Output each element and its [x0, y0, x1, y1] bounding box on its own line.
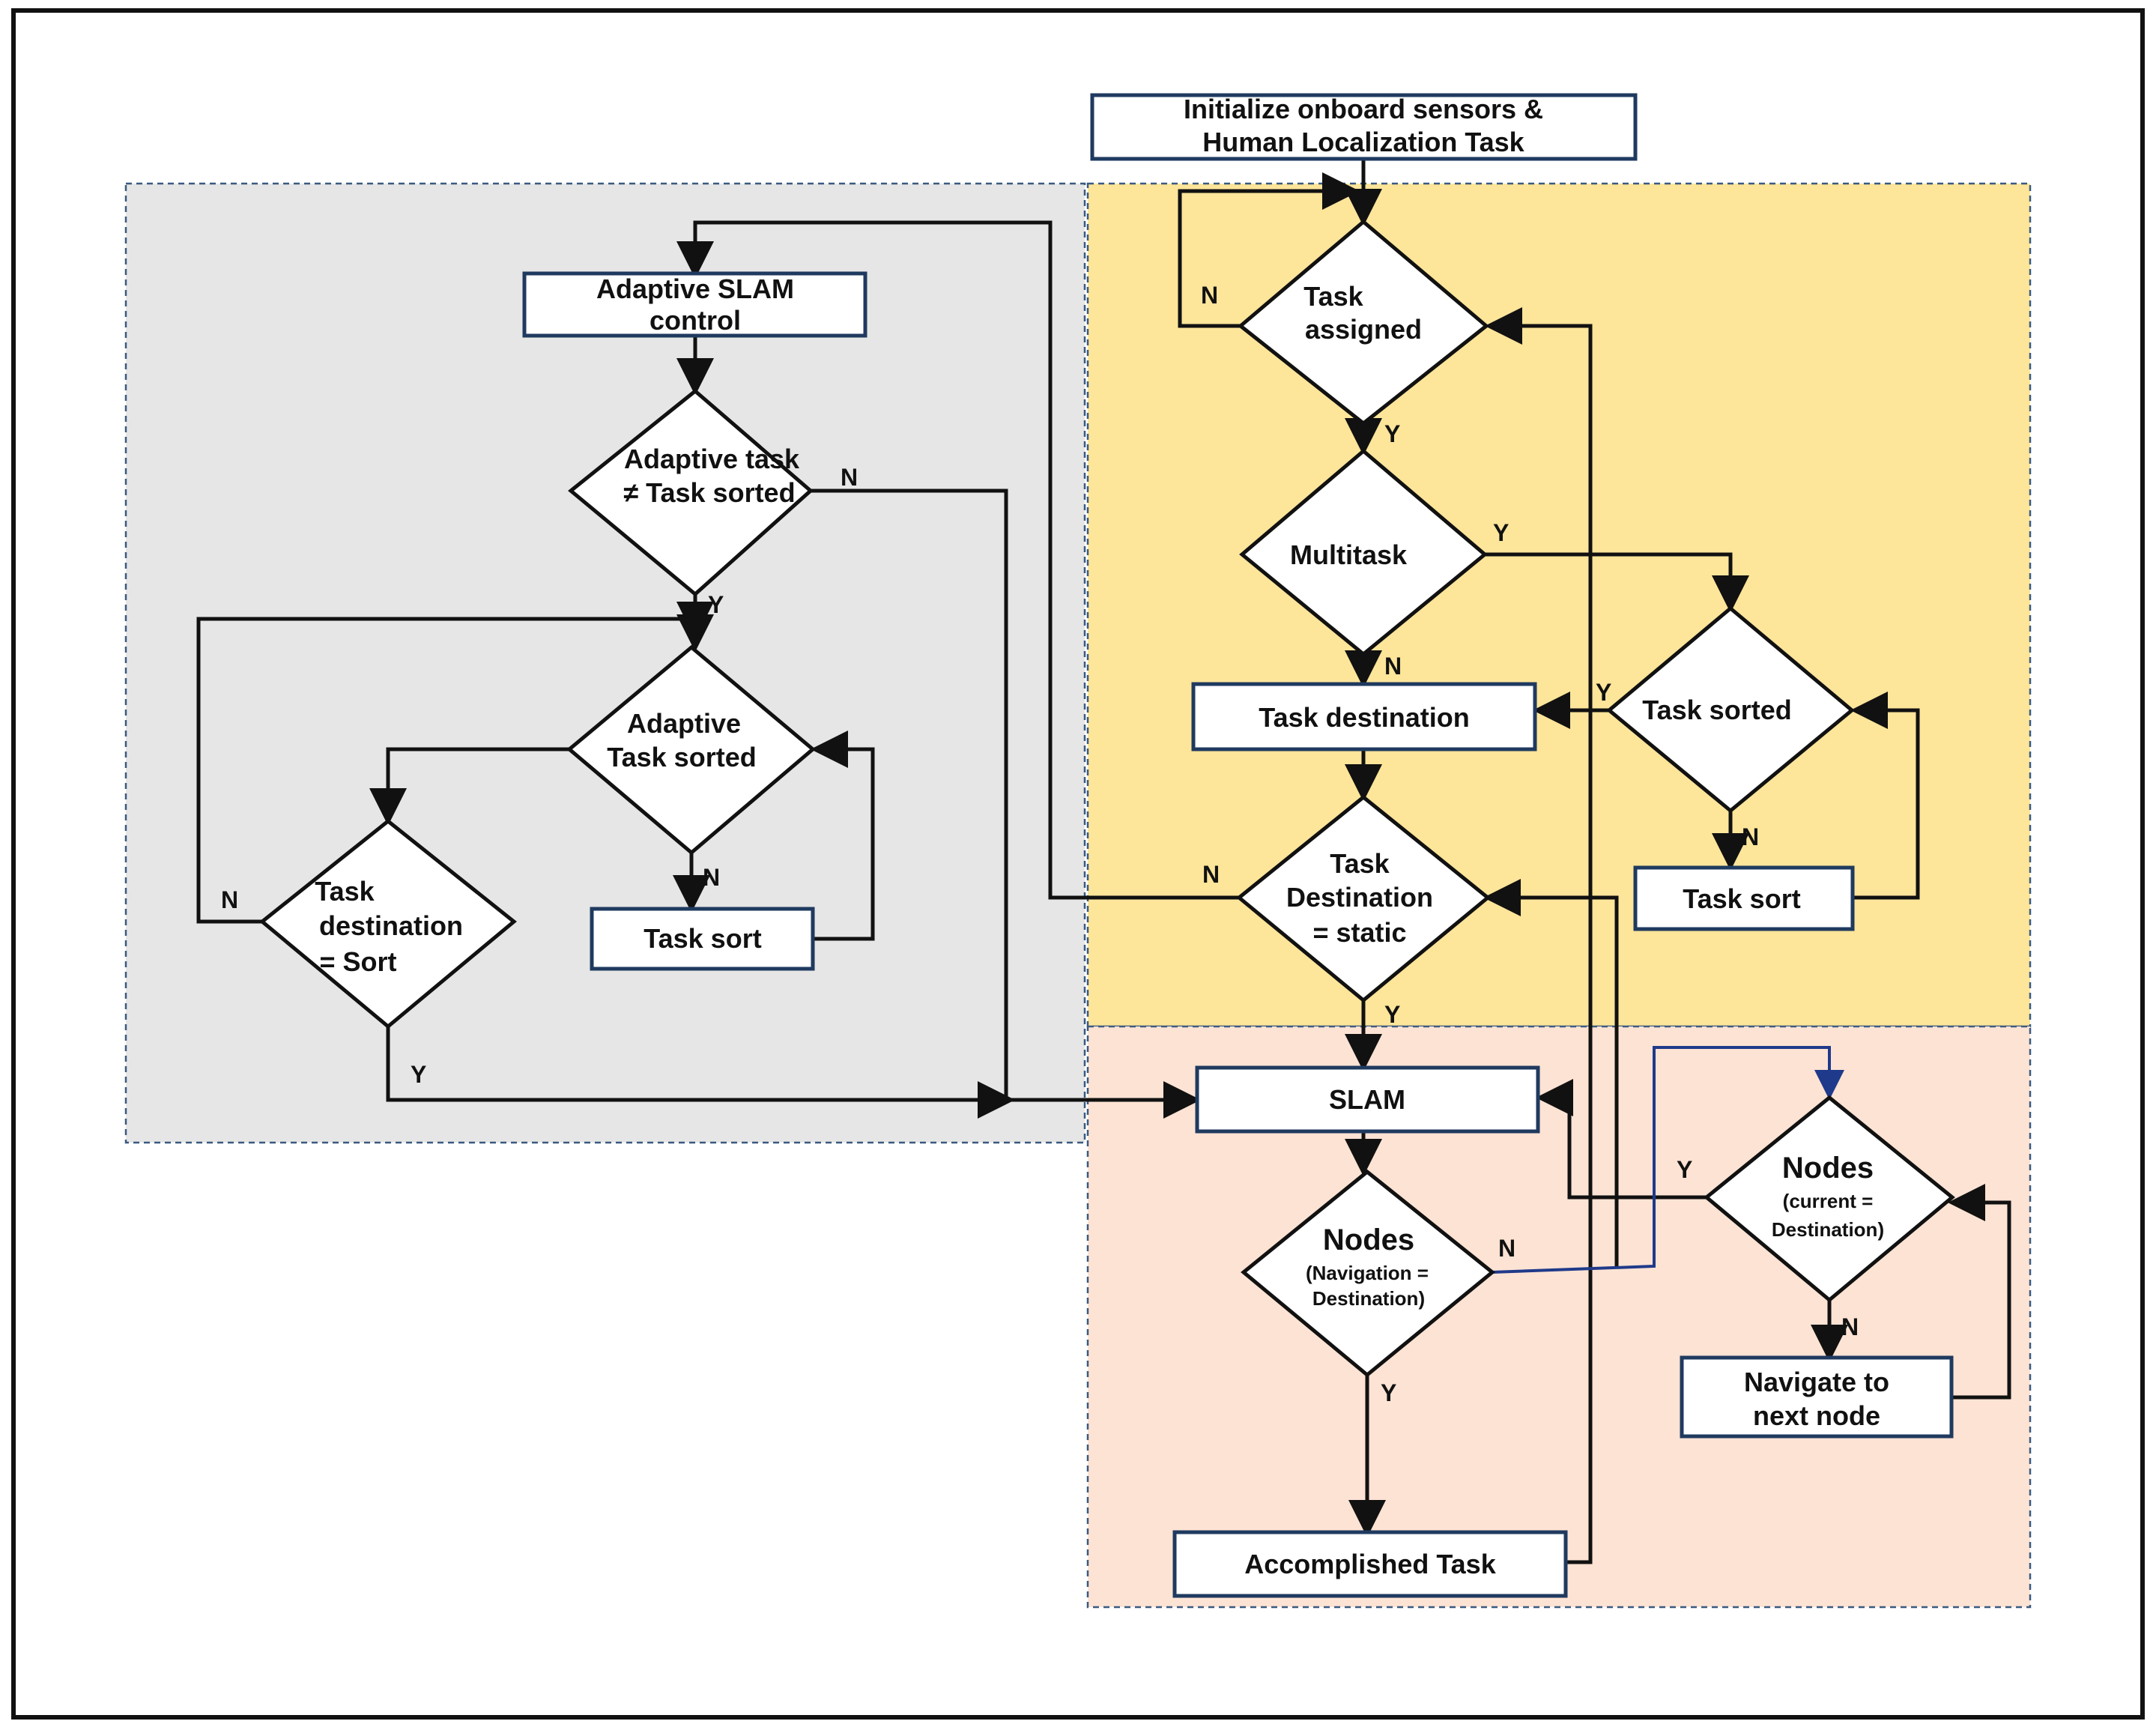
label-nodesnav-n: N — [1498, 1235, 1515, 1262]
edge-tasksort-loop — [1850, 692, 1920, 900]
label-destsort-n: N — [221, 886, 238, 913]
label-static-y: Y — [1384, 1001, 1400, 1028]
label-tasksorted-n: N — [1742, 823, 1759, 850]
nodes-cur-sub-1: (current = — [1783, 1190, 1874, 1212]
node-adaptive-ne-diamond — [568, 388, 814, 597]
dest-sort-line-2: destination — [319, 910, 463, 941]
label-multitask-n: N — [1384, 653, 1402, 680]
node-slam-box — [1195, 1065, 1540, 1134]
label-static-n: N — [1202, 861, 1220, 888]
node-nodes-nav-diamond — [1241, 1169, 1495, 1378]
multitask-text: Multitask — [1290, 539, 1408, 570]
accomplished-text: Accomplished Task — [1244, 1549, 1496, 1579]
adaptive-ne-line-2: ≠ Task sorted — [623, 477, 795, 508]
static-line-1: Task — [1330, 848, 1390, 879]
edge-multitask-to-tasksorted — [1485, 552, 1749, 613]
node-nodes-cur-diamond — [1704, 1095, 1955, 1303]
nodes-cur-sub-2: Destination) — [1772, 1218, 1884, 1241]
label-destsort-y: Y — [411, 1061, 426, 1088]
nodes-cur-title: Nodes — [1782, 1152, 1874, 1185]
region-adaptive-gray — [124, 182, 1086, 1144]
node-task-sort-left-box — [590, 907, 815, 971]
init-line-2: Human Localization Task — [1202, 127, 1524, 157]
node-task-assigned-diamond — [1238, 219, 1489, 426]
task-destination-text: Task destination — [1259, 702, 1469, 733]
label-adaptivesorted-n: N — [703, 864, 720, 891]
label-nodescur-y: Y — [1677, 1156, 1692, 1183]
label-nodesnav-y: Y — [1381, 1379, 1396, 1406]
label-nodescur-n: N — [1841, 1313, 1859, 1340]
edge-tasksortleft-loop — [811, 731, 875, 941]
edge-adaptivesorted-to-destsort — [369, 747, 569, 826]
adaptive-slam-line-1: Adaptive SLAM — [596, 273, 794, 304]
slam-text: SLAM — [1329, 1084, 1405, 1115]
label-tasksorted-y: Y — [1596, 679, 1611, 706]
node-task-sorted-right-diamond — [1606, 605, 1855, 814]
node-task-destination-box — [1191, 682, 1537, 751]
nodes-nav-sub-1: (Navigation = — [1306, 1262, 1429, 1284]
edge-nodesnav-to-static — [1483, 879, 1619, 1266]
edge-destsort-n-loop — [196, 602, 714, 924]
task-sort-right-text: Task sort — [1683, 883, 1800, 914]
label-adaptivene-y: Y — [708, 591, 724, 618]
edge-nodescur-to-slam — [1536, 1079, 1707, 1200]
label-adaptivene-n: N — [841, 464, 858, 491]
adaptive-slam-line-2: control — [649, 305, 741, 336]
edge-nodesnav-to-nodescur-blue — [1492, 1046, 1844, 1274]
dest-sort-line-3: = Sort — [319, 946, 396, 977]
navigate-line-2: next node — [1753, 1400, 1880, 1431]
label-multitask-y: Y — [1493, 519, 1509, 546]
label-taskassigned-y: Y — [1384, 420, 1400, 447]
init-line-1: Initialize onboard sensors & — [1184, 94, 1543, 124]
edge-navigate-loop — [1948, 1184, 2011, 1400]
dest-sort-line-1: Task — [315, 876, 375, 907]
edge-taskassigned-n-loop — [1178, 172, 1360, 328]
node-dest-sort-diamond — [259, 818, 517, 1029]
task-sorted-right-text: Task sorted — [1642, 695, 1791, 725]
task-assigned-line-2: assigned — [1305, 314, 1422, 345]
node-multitask-diamond — [1239, 448, 1488, 657]
node-accomplished-box — [1172, 1530, 1568, 1598]
adaptive-sorted-line-1: Adaptive — [627, 708, 741, 739]
navigate-line-1: Navigate to — [1744, 1367, 1889, 1397]
adaptive-ne-line-1: Adaptive task — [624, 444, 800, 474]
task-assigned-line-1: Task — [1303, 281, 1363, 312]
edge-accomplished-to-taskassigned — [1485, 307, 1593, 1564]
edge-destsort-to-slam — [386, 1026, 1201, 1119]
label-taskassigned-n: N — [1201, 282, 1218, 309]
node-static-diamond — [1236, 794, 1491, 1003]
region-task-yellow — [1086, 182, 2032, 1028]
node-init-box — [1090, 93, 1638, 161]
node-navigate-box — [1680, 1355, 1954, 1439]
nodes-nav-title: Nodes — [1323, 1224, 1414, 1256]
edge-static-to-adaptiveslam — [676, 220, 1238, 900]
node-adaptive-sorted-diamond — [566, 644, 816, 856]
static-line-3: = static — [1312, 917, 1406, 948]
static-line-2: Destination — [1286, 882, 1433, 913]
nodes-nav-sub-2: Destination) — [1312, 1287, 1425, 1310]
adaptive-sorted-line-2: Task sorted — [607, 742, 756, 772]
node-adaptive-slam-box — [522, 271, 867, 338]
task-sort-left-text: Task sort — [644, 923, 761, 954]
node-task-sort-right-box — [1633, 865, 1855, 931]
